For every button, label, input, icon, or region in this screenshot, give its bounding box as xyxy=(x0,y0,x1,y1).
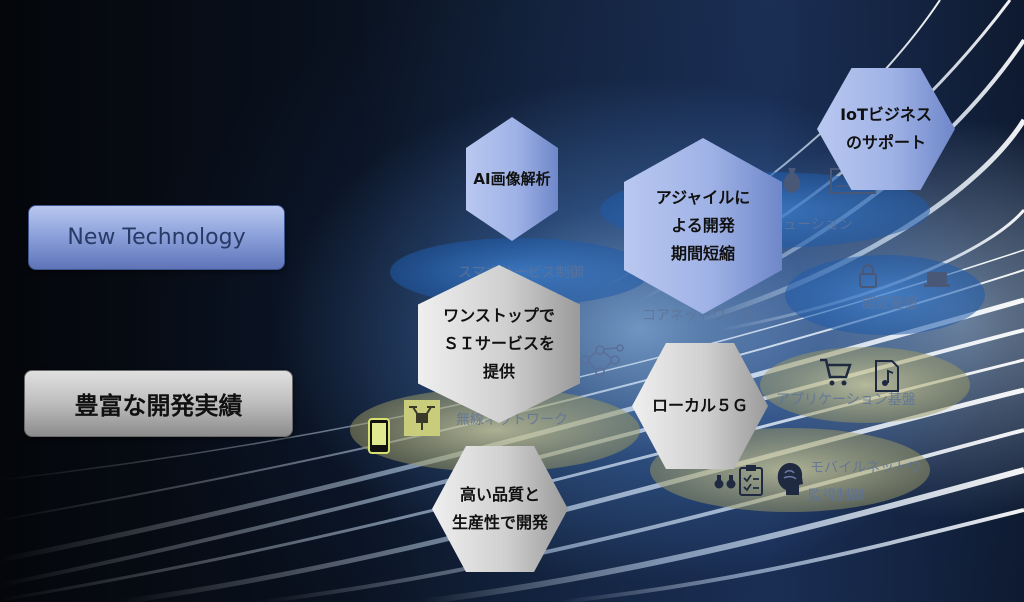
clipboard-icon xyxy=(739,465,763,496)
development-record-button[interactable]: 豊富な開発実績 xyxy=(24,370,293,437)
network-nodes-icon xyxy=(580,344,624,377)
hex-local-5g: ローカル５Ｇ xyxy=(632,343,768,469)
area-label-solution: ューション xyxy=(783,217,853,233)
drone-icon xyxy=(404,400,440,436)
smartphone-icon xyxy=(368,418,390,454)
area-label-mobile-network: モバイルネットワ xyxy=(810,460,922,476)
brain-head-icon xyxy=(777,463,803,495)
music-file-icon xyxy=(875,360,899,392)
area-label-app-platform: アプリケーション基盤 xyxy=(776,392,916,408)
hex-label: ローカル５Ｇ xyxy=(651,396,748,415)
area-label-wireless-network: 無線ネットワーク xyxy=(456,412,568,428)
money-bag-icon xyxy=(783,168,801,193)
hex-label: IoTビジネス のサポート xyxy=(840,105,932,152)
area-label-monitoring: 監視制御 xyxy=(808,488,864,504)
shopping-cart-icon xyxy=(820,358,852,386)
hex-label: アジャイルに よる開発 期間短縮 xyxy=(655,188,751,263)
hex-label: 高い品質と 生産性で開発 xyxy=(451,485,548,532)
hex-one-stop-si-service: ワンストップで ＳＩサービスを 提供 xyxy=(418,265,580,423)
lock-icon xyxy=(859,264,877,288)
area-app-platform xyxy=(760,347,970,423)
new-technology-button[interactable]: New Technology xyxy=(28,205,285,270)
key-card-icon xyxy=(924,272,950,287)
area-label-core-network: コアネットワーク xyxy=(642,308,754,324)
hex-label: AI画像解析 xyxy=(473,169,551,188)
hex-label: ワンストップで ＳＩサービスを 提供 xyxy=(442,306,555,381)
binoculars-icon xyxy=(714,475,736,489)
area-label-certification: 認証基盤 xyxy=(862,296,918,312)
